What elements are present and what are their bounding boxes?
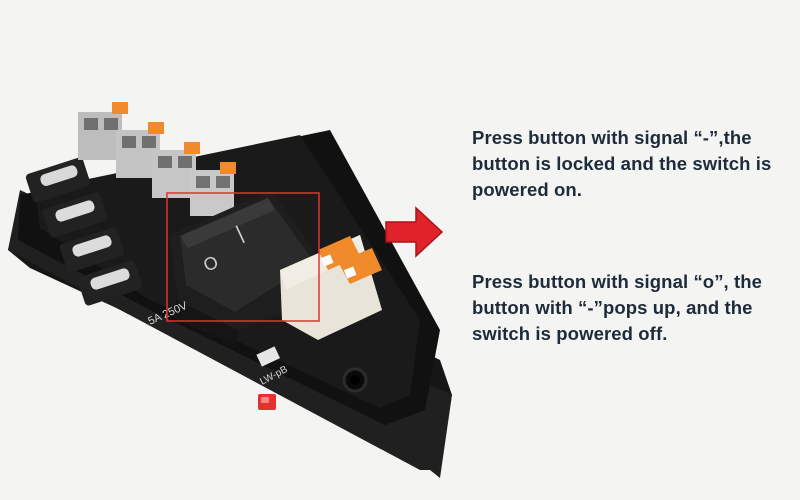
terminal-blocks-back bbox=[78, 102, 236, 216]
power-on-instruction: Press button with signal “-”,the button … bbox=[472, 127, 772, 200]
fuse-holders bbox=[25, 157, 143, 306]
output-terminal bbox=[280, 235, 382, 340]
highlight-box bbox=[166, 192, 320, 322]
right-arrow-icon bbox=[385, 206, 444, 258]
board-component bbox=[256, 346, 281, 367]
power-off-instruction: Press button with signal “o”, the button… bbox=[472, 271, 763, 344]
